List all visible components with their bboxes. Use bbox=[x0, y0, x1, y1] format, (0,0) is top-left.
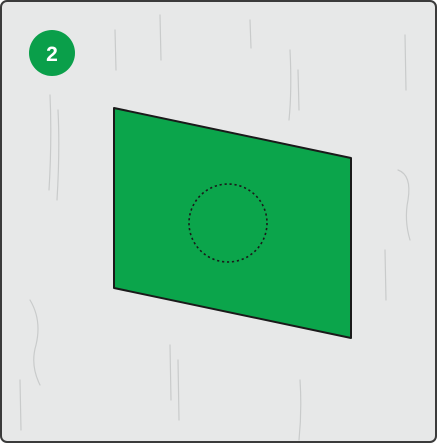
step-number: 2 bbox=[46, 43, 58, 66]
step-badge: 2 bbox=[29, 30, 75, 76]
